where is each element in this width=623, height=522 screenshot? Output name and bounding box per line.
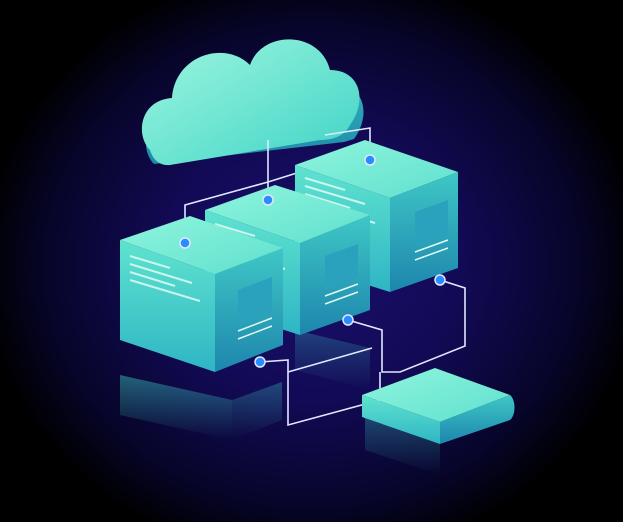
disk-drive-icon [362, 368, 515, 444]
server-rack-icon [120, 216, 283, 372]
connection-node-icon [179, 154, 446, 368]
cloud-icon [141, 39, 364, 166]
